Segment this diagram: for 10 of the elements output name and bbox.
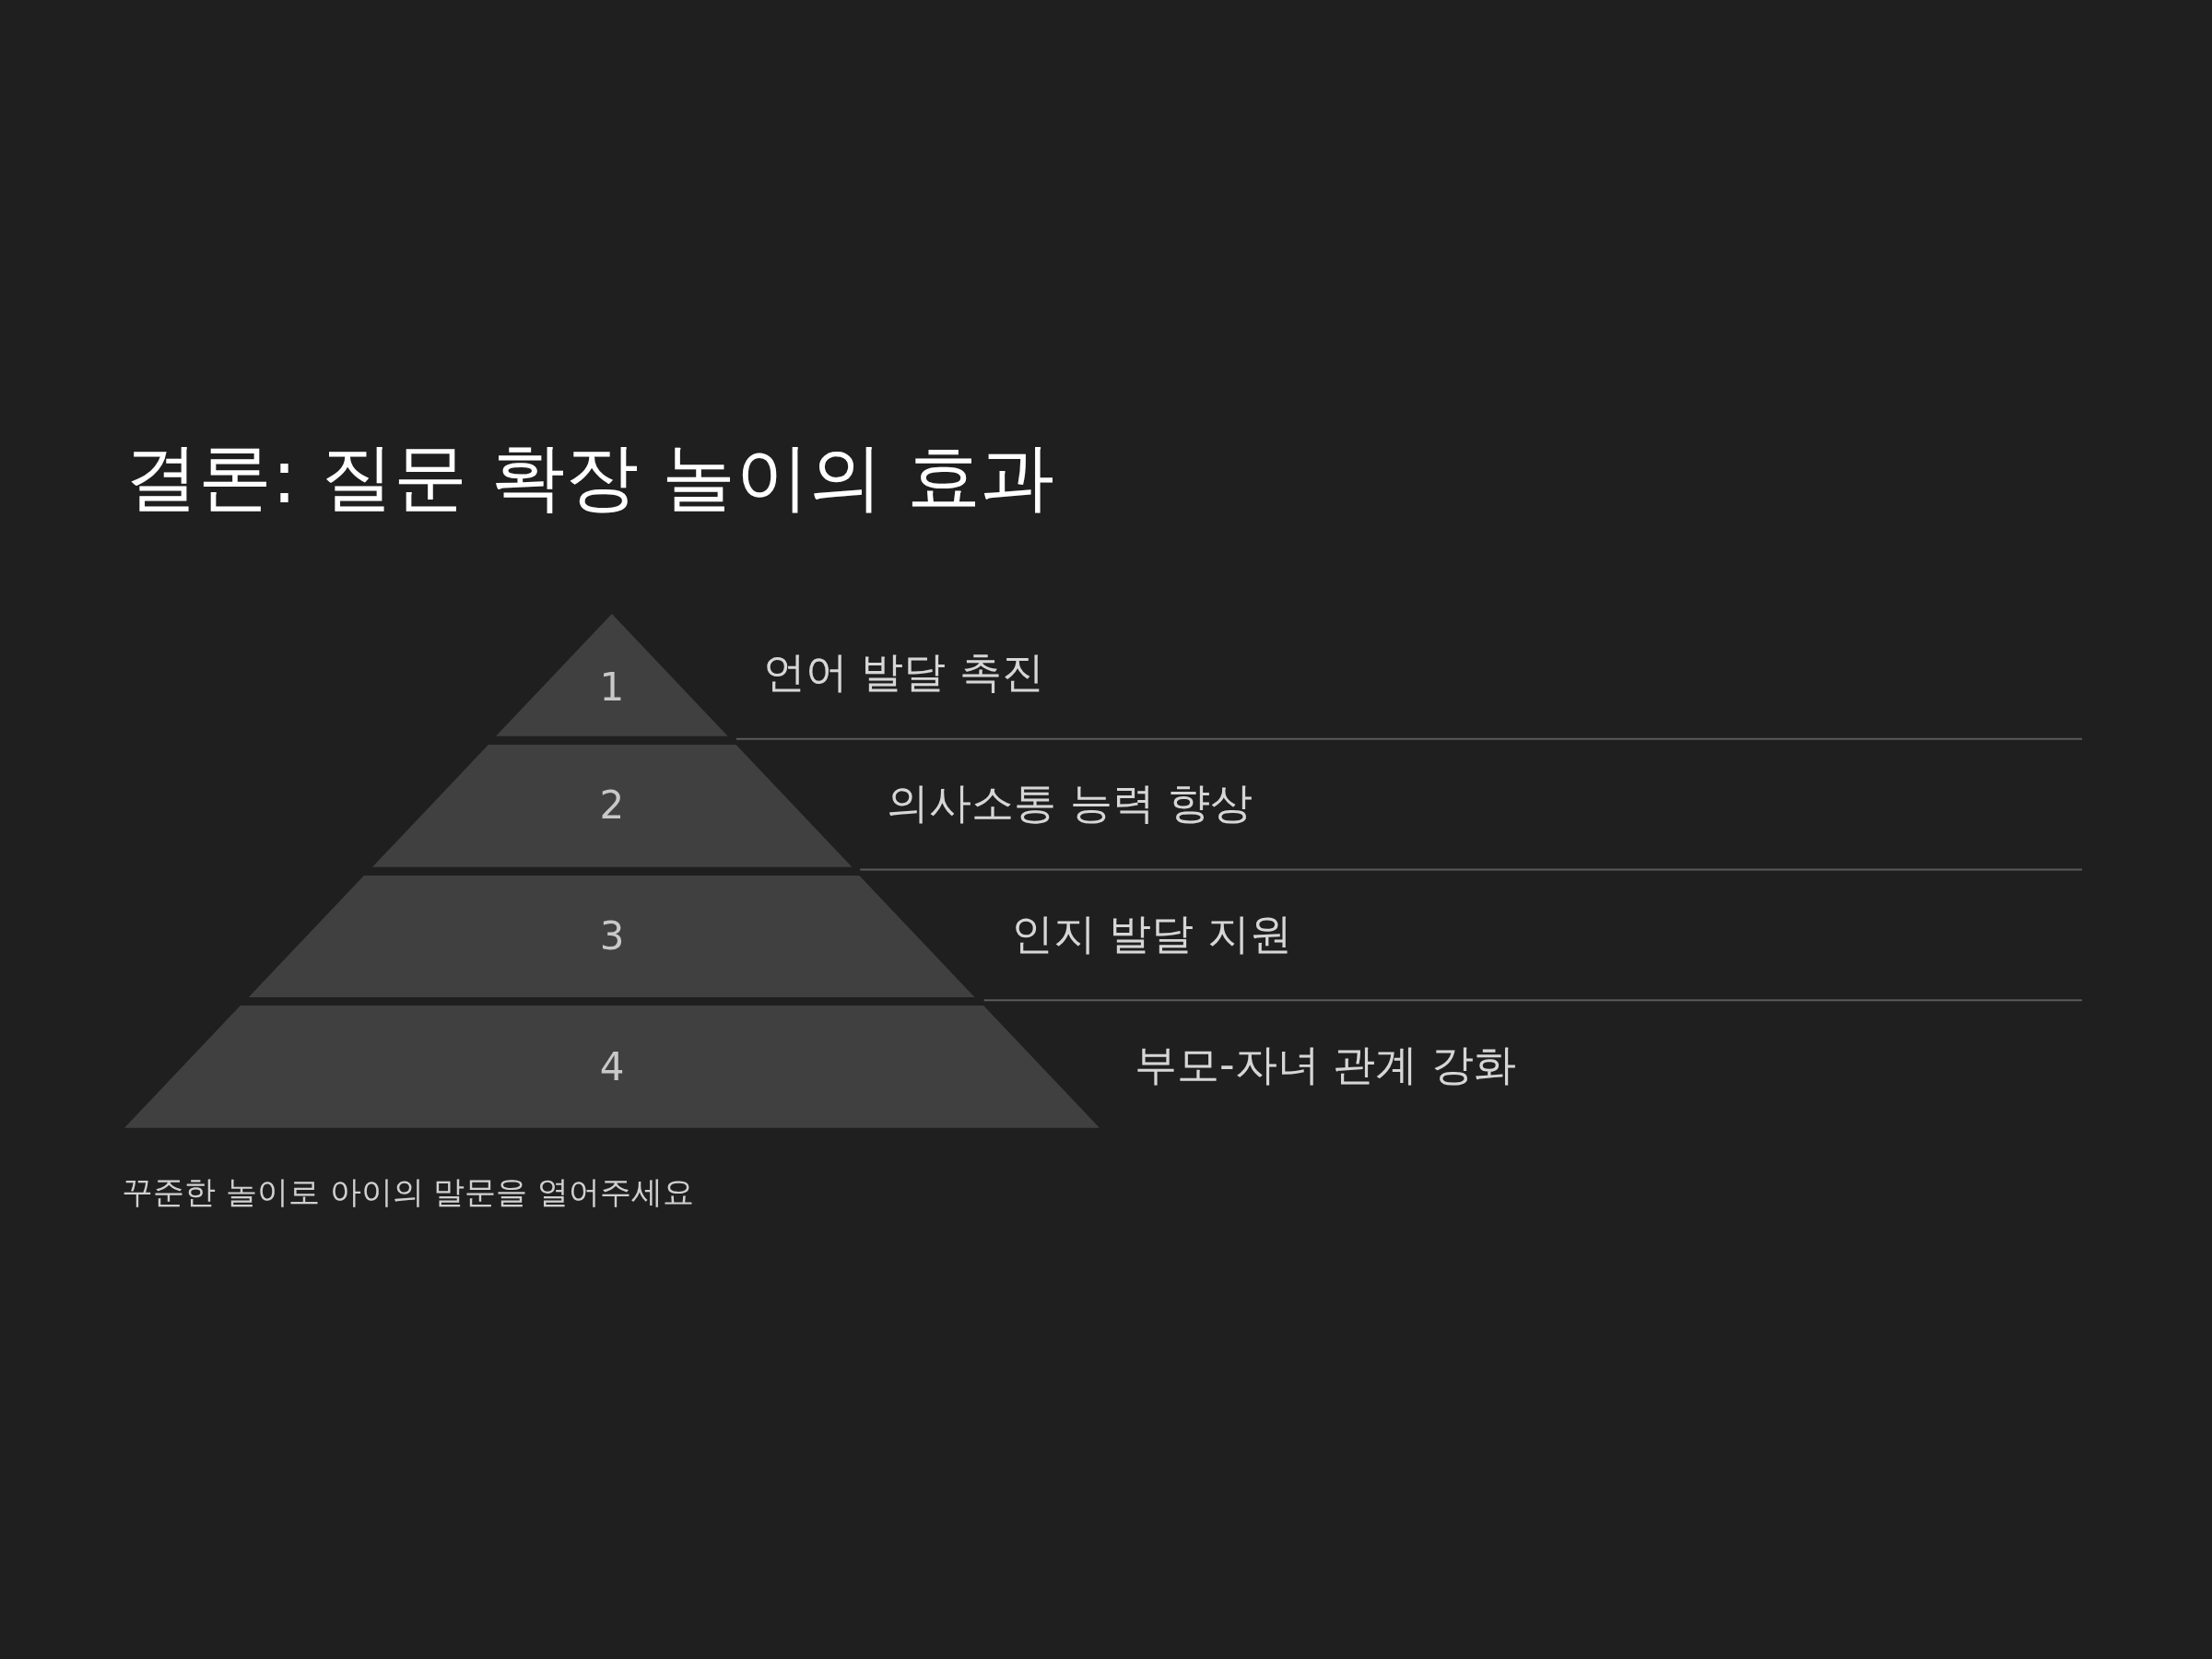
slide-title: 결론: 질문 확장 놀이의 효과 (124, 433, 1054, 522)
tier-number: 2 (598, 786, 626, 826)
tier-label: 언어 발달 촉진 (762, 647, 1045, 699)
tier-label: 부모-자녀 관계 강화 (1134, 1039, 1516, 1090)
tier-number: 1 (598, 667, 626, 707)
tier-number: 4 (598, 1047, 626, 1087)
tier-label: 의사소통 능력 향상 (887, 778, 1253, 830)
tier-label: 인지 발달 지원 (1010, 908, 1292, 960)
tier-number: 3 (598, 916, 626, 956)
caption-text: 꾸준한 놀이로 아이의 말문을 열어주세요 (122, 1173, 695, 1211)
